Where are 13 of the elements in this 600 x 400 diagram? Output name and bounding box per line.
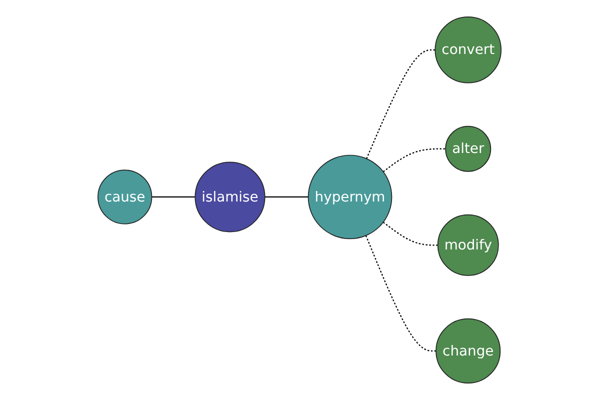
node-circle: change [436, 318, 502, 384]
node-circle: cause [98, 170, 153, 224]
node-circle: islamise [195, 162, 266, 232]
connector [152, 196, 196, 198]
connector [383, 148, 446, 172]
node-circle: modify [438, 214, 500, 276]
connector [366, 235, 437, 352]
node-circle: convert [435, 16, 502, 84]
connector [383, 222, 438, 246]
connector [265, 196, 309, 198]
node-circle: hypernym [308, 154, 393, 240]
connector [366, 49, 436, 159]
node-circle: alter [446, 126, 492, 172]
